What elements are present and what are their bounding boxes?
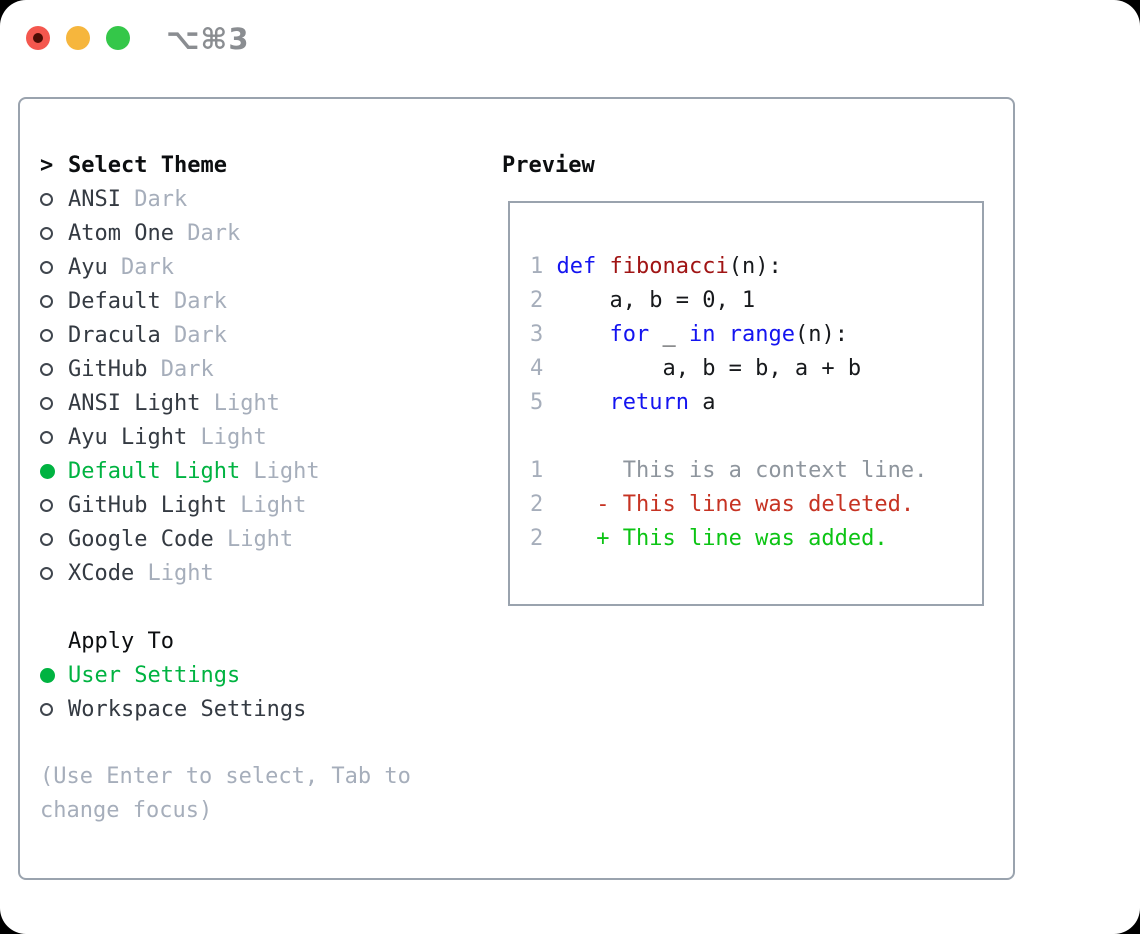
theme-name: ANSI: [68, 186, 121, 212]
theme-option[interactable]: Default Dark: [40, 284, 490, 318]
theme-variant: Dark: [173, 220, 241, 246]
theme-variant: Dark: [107, 254, 174, 280]
apply-option-label: Workspace Settings: [68, 696, 307, 722]
preview-heading: Preview: [502, 148, 595, 182]
help-text: (Use Enter to select, Tab to change focus…: [40, 760, 490, 828]
help-text-line: (Use Enter to select, Tab to: [40, 764, 411, 789]
preview-code-line: 2 - This line was deleted.: [530, 492, 915, 517]
radio-unselected-icon: [40, 430, 68, 444]
theme-name: Default: [68, 288, 161, 314]
theme-variant: Light: [200, 390, 280, 416]
radio-unselected-icon: [40, 702, 68, 716]
theme-name: XCode: [68, 560, 135, 586]
radio-unselected-icon: [40, 532, 68, 546]
radio-unselected-icon: [40, 566, 68, 580]
theme-option[interactable]: XCode Light: [40, 556, 490, 590]
preview-code-line: [530, 420, 982, 454]
apply-to-option[interactable]: User Settings: [40, 658, 490, 692]
theme-name: Ayu Light: [68, 424, 188, 450]
preview-code-line: 3 for _ in range(n):: [530, 322, 848, 347]
theme-variant: Light: [240, 458, 320, 484]
spacer: [40, 590, 490, 624]
radio-unselected-icon: [40, 294, 68, 308]
theme-variant: Dark: [147, 356, 214, 382]
theme-option[interactable]: Default Light Light: [40, 454, 490, 488]
apply-to-label: Apply To: [68, 628, 174, 654]
theme-name: ANSI Light: [68, 390, 201, 416]
theme-option[interactable]: Ayu Light Light: [40, 420, 490, 454]
select-theme-heading: > Select Theme: [40, 148, 490, 182]
radio-unselected-icon: [40, 396, 68, 410]
preview-label: Preview: [502, 152, 595, 178]
theme-option[interactable]: Google Code Light: [40, 522, 490, 556]
minimize-button[interactable]: [66, 26, 90, 50]
theme-variant: Light: [226, 492, 307, 518]
apply-option-label: User Settings: [68, 662, 241, 688]
theme-name: Dracula: [68, 322, 161, 348]
theme-name: Google Code: [68, 526, 214, 552]
theme-variant: Dark: [160, 288, 227, 314]
theme-variant: Dark: [160, 322, 227, 348]
theme-name: GitHub: [68, 356, 148, 382]
theme-variant: Light: [213, 526, 294, 552]
prompt-chevron: >: [40, 152, 54, 178]
preview-code-line: 4 a, b = b, a + b: [530, 356, 862, 381]
right-column: Preview: [502, 148, 595, 182]
theme-option[interactable]: GitHub Dark: [40, 352, 490, 386]
theme-name: Default Light: [68, 458, 241, 484]
preview-code-line: 1 This is a context line.: [530, 458, 928, 483]
theme-option[interactable]: Atom One Dark: [40, 216, 490, 250]
select-theme-label: Select Theme: [68, 152, 227, 178]
radio-unselected-icon: [40, 192, 68, 206]
theme-name: Atom One: [68, 220, 174, 246]
radio-selected-icon: [40, 667, 68, 683]
preview-code-line: 1 def fibonacci(n):: [530, 254, 782, 279]
radio-unselected-icon: [40, 498, 68, 512]
preview-code-line: 5 return a: [530, 390, 716, 415]
preview-code-line: 2 + This line was added.: [530, 526, 888, 551]
theme-option[interactable]: Dracula Dark: [40, 318, 490, 352]
radio-unselected-icon: [40, 260, 68, 274]
theme-name: Ayu: [68, 254, 108, 280]
theme-variant: Dark: [120, 186, 188, 212]
theme-option[interactable]: ANSI Dark: [40, 182, 490, 216]
zoom-button[interactable]: [106, 26, 130, 50]
theme-variant: Light: [134, 560, 214, 586]
close-button[interactable]: [26, 26, 50, 50]
apply-to-option[interactable]: Workspace Settings: [40, 692, 490, 726]
radio-selected-icon: [40, 463, 68, 479]
theme-option[interactable]: ANSI Light Light: [40, 386, 490, 420]
help-text-line: change focus): [40, 798, 213, 823]
spacer: [40, 726, 490, 760]
theme-variant: Light: [187, 424, 267, 450]
theme-option[interactable]: GitHub Light Light: [40, 488, 490, 522]
apply-to-heading: Apply To: [40, 624, 490, 658]
radio-unselected-icon: [40, 362, 68, 376]
radio-unselected-icon: [40, 328, 68, 342]
window-title-shortcut: ⌥⌘3: [166, 22, 250, 56]
theme-option[interactable]: Ayu Dark: [40, 250, 490, 284]
radio-unselected-icon: [40, 226, 68, 240]
preview-pane: 1 def fibonacci(n): 2 a, b = 0, 1 3 for _ …: [508, 201, 984, 606]
preview-code-line: 2 a, b = 0, 1: [530, 288, 756, 313]
titlebar: ⌥⌘3: [0, 0, 1140, 80]
theme-name: GitHub Light: [68, 492, 227, 518]
